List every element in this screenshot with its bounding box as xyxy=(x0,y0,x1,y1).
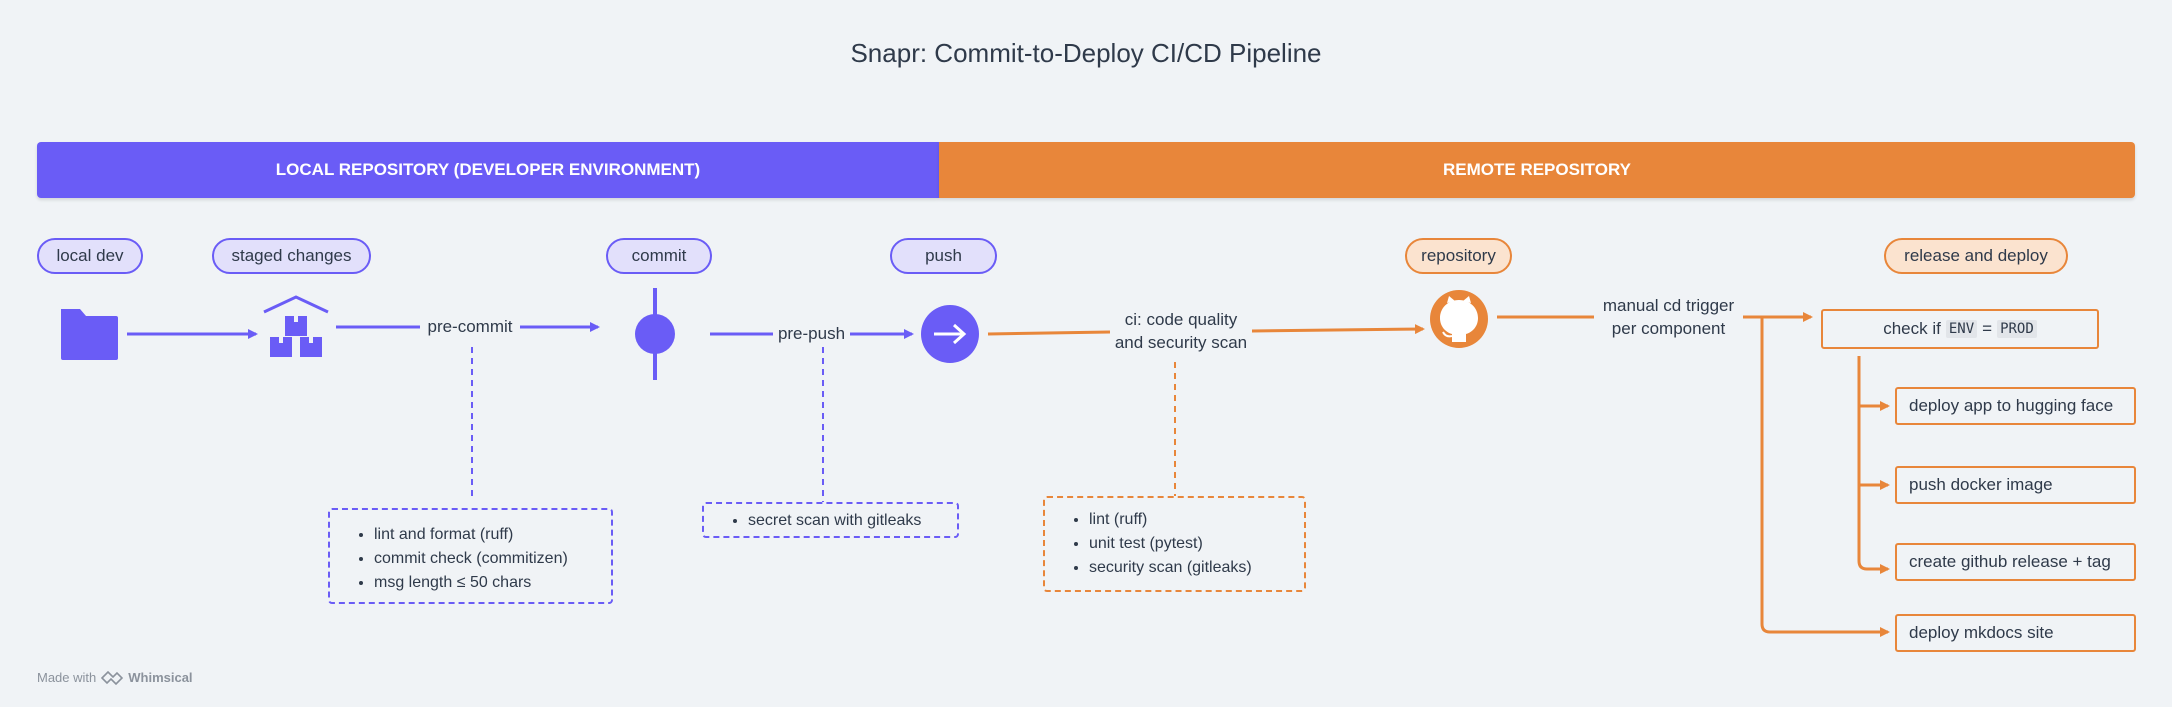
stage-local-dev[interactable]: local dev xyxy=(37,238,143,274)
stage-release-and-deploy[interactable]: release and deploy xyxy=(1884,238,2068,274)
github-icon xyxy=(1430,290,1488,348)
whimsical-logo-icon xyxy=(101,670,124,685)
env-code: ENV xyxy=(1945,320,1978,338)
list-item: security scan (gitleaks) xyxy=(1089,556,1304,580)
stage-repository[interactable]: repository xyxy=(1405,238,1512,274)
list-item: msg length ≤ 50 chars xyxy=(374,571,611,595)
stage-staged-changes[interactable]: staged changes xyxy=(212,238,371,274)
push-arrow-icon xyxy=(921,305,979,363)
list-item: lint (ruff) xyxy=(1089,508,1304,532)
push-docker-image-box[interactable]: push docker image xyxy=(1895,466,2136,504)
prod-code: PROD xyxy=(1997,320,2037,338)
deploy-hugging-face-box[interactable]: deploy app to hugging face xyxy=(1895,387,2136,425)
list-item: commit check (commitizen) xyxy=(374,547,611,571)
list-item: secret scan with gitleaks xyxy=(748,509,957,533)
pre-push-label: pre-push xyxy=(773,322,850,345)
pre-push-checks-note: secret scan with gitleaks xyxy=(702,502,959,538)
list-item: lint and format (ruff) xyxy=(374,523,611,547)
folder-icon xyxy=(61,309,118,360)
remote-repository-band: REMOTE REPOSITORY xyxy=(939,142,2135,198)
page-title: Snapr: Commit-to-Deploy CI/CD Pipeline xyxy=(850,38,1322,68)
commit-icon xyxy=(635,288,675,380)
env-check-box[interactable]: check if ENV = PROD xyxy=(1821,309,2099,349)
ci-checks-note: lint (ruff) unit test (pytest) security … xyxy=(1043,496,1306,592)
made-with-whimsical[interactable]: Made with Whimsical xyxy=(37,670,193,685)
deploy-mkdocs-box[interactable]: deploy mkdocs site xyxy=(1895,614,2136,652)
staged-boxes-icon xyxy=(263,295,329,357)
list-item: unit test (pytest) xyxy=(1089,532,1304,556)
stage-push[interactable]: push xyxy=(890,238,997,274)
create-github-release-box[interactable]: create github release + tag xyxy=(1895,543,2136,581)
pre-commit-label: pre-commit xyxy=(420,315,520,338)
local-repository-band: LOCAL REPOSITORY (DEVELOPER ENVIRONMENT) xyxy=(37,142,939,198)
pre-commit-checks-note: lint and format (ruff) commit check (com… xyxy=(328,508,613,604)
stage-commit[interactable]: commit xyxy=(606,238,712,274)
